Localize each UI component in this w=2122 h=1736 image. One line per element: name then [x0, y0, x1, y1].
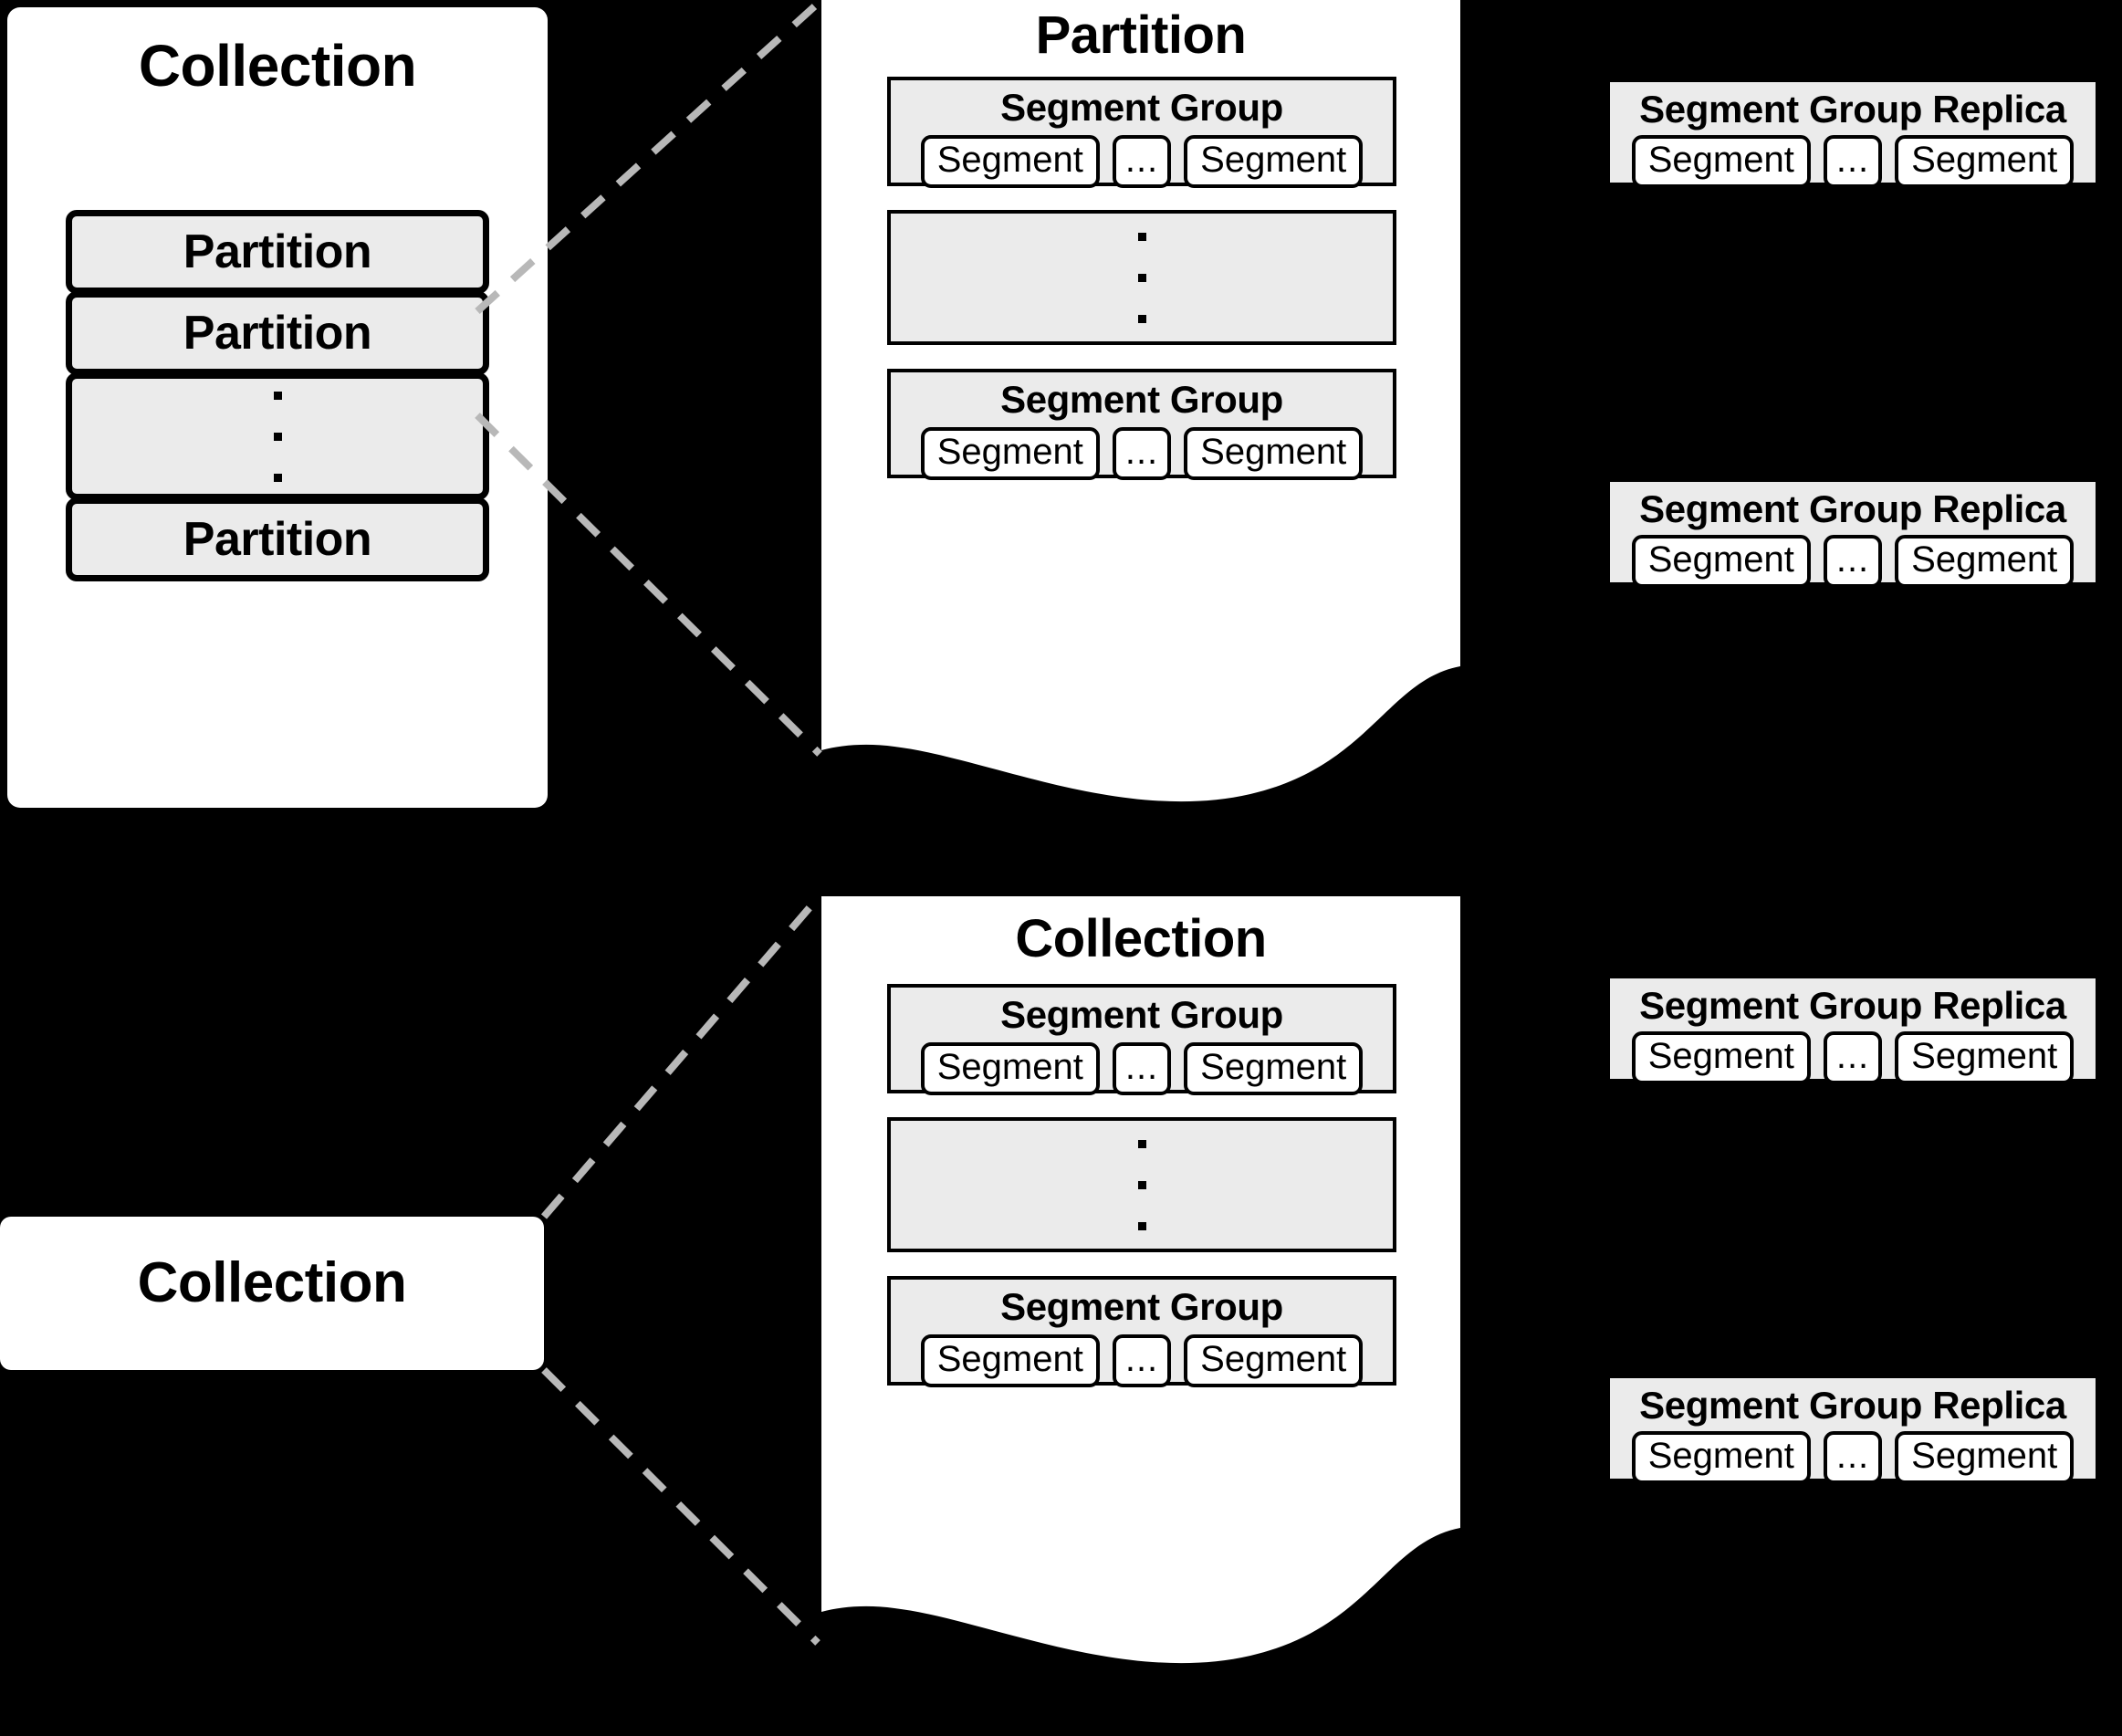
segment-chip[interactable]: Segment [1631, 1431, 1811, 1485]
partition-segment-group-ellipsis [887, 210, 1396, 345]
segment-chip[interactable]: Segment [1895, 1431, 2075, 1485]
bottom-segment-group-replica-2-title: Segment Group Replica [1639, 1384, 2066, 1427]
segment-ellipsis-chip: ... [1112, 135, 1172, 189]
partition-row-1[interactable]: Partition [66, 210, 489, 294]
segment-ellipsis-chip: ... [1112, 1042, 1172, 1096]
top-segment-group-replica-2-title: Segment Group Replica [1639, 487, 2066, 530]
vertical-dots-icon [273, 391, 282, 482]
partition-row-last-label: Partition [183, 513, 372, 566]
segment-chip[interactable]: Segment [920, 427, 1100, 481]
segment-chip[interactable]: Segment [1895, 135, 2075, 189]
top-partition-panel-title: Partition [1035, 5, 1247, 65]
segment-chip[interactable]: Segment [1184, 1334, 1364, 1388]
connector-collection-top [540, 895, 821, 1219]
segment-chip[interactable]: Segment [1184, 135, 1364, 189]
partition-segment-group-2-title: Segment Group [1000, 378, 1283, 421]
top-segment-group-replica-1[interactable]: Segment Group Replica Segment ... Segmen… [1606, 78, 2099, 189]
segment-chip[interactable]: Segment [920, 1334, 1100, 1388]
bottom-collection-node-title: Collection [137, 1251, 407, 1314]
collection-segment-group-2-title: Segment Group [1000, 1285, 1283, 1328]
segment-chip[interactable]: Segment [1631, 1031, 1811, 1085]
vertical-dots-icon [1137, 232, 1146, 323]
segment-ellipsis-chip: ... [1823, 1031, 1883, 1085]
bottom-collection-panel-title: Collection [1015, 909, 1267, 968]
partition-row-2-label: Partition [183, 307, 372, 360]
partition-stack: Partition Partition Partition [66, 210, 489, 581]
segment-chip[interactable]: Segment [1184, 427, 1364, 481]
collection-segment-group-1[interactable]: Segment Group Segment ... Segment [887, 984, 1396, 1096]
top-collection-panel: Collection Partition Partition Partition [7, 7, 548, 808]
segment-chip[interactable]: Segment [1631, 135, 1811, 189]
bottom-segment-group-replica-1-segments: Segment ... Segment [1631, 1031, 2075, 1085]
segment-chip[interactable]: Segment [1895, 535, 2075, 589]
segment-chip[interactable]: Segment [1895, 1031, 2075, 1085]
top-segment-group-replica-1-title: Segment Group Replica [1639, 88, 2066, 131]
partition-row-2[interactable]: Partition [66, 291, 489, 375]
collection-segment-group-2[interactable]: Segment Group Segment ... Segment [887, 1276, 1396, 1388]
segment-ellipsis-chip: ... [1112, 427, 1172, 481]
segment-ellipsis-chip: ... [1823, 535, 1883, 589]
partition-segment-group-1[interactable]: Segment Group Segment ... Segment [887, 77, 1396, 189]
segment-ellipsis-chip: ... [1823, 1431, 1883, 1485]
bottom-segment-group-replica-2[interactable]: Segment Group Replica Segment ... Segmen… [1606, 1375, 2099, 1485]
collection-segment-group-1-segments: Segment ... Segment [920, 1042, 1364, 1096]
bottom-collection-node[interactable]: Collection [0, 1217, 544, 1370]
top-collection-panel-title: Collection [138, 33, 417, 99]
segment-chip[interactable]: Segment [1631, 535, 1811, 589]
bottom-collection-panel: Collection Segment Group Segment ... Seg… [821, 896, 1460, 1736]
partition-row-last[interactable]: Partition [66, 497, 489, 581]
bottom-segment-group-replica-1-title: Segment Group Replica [1639, 984, 2066, 1027]
partition-row-1-label: Partition [183, 225, 372, 278]
top-segment-group-replica-1-segments: Segment ... Segment [1631, 135, 2075, 189]
top-segment-group-replica-2-segments: Segment ... Segment [1631, 535, 2075, 589]
bottom-segment-group-replica-1[interactable]: Segment Group Replica Segment ... Segmen… [1606, 975, 2099, 1085]
segment-chip[interactable]: Segment [1184, 1042, 1364, 1096]
segment-ellipsis-chip: ... [1823, 135, 1883, 189]
segment-chip[interactable]: Segment [920, 1042, 1100, 1096]
collection-segment-group-2-segments: Segment ... Segment [920, 1334, 1364, 1388]
partition-segment-group-1-title: Segment Group [1000, 86, 1283, 129]
partition-segment-group-2[interactable]: Segment Group Segment ... Segment [887, 369, 1396, 481]
partition-row-ellipsis [66, 372, 489, 500]
top-segment-group-replica-2[interactable]: Segment Group Replica Segment ... Segmen… [1606, 478, 2099, 589]
top-partition-panel: Partition Segment Group Segment ... Segm… [821, 0, 1460, 840]
segment-ellipsis-chip: ... [1112, 1334, 1172, 1388]
partition-segment-group-1-segments: Segment ... Segment [920, 135, 1364, 189]
segment-chip[interactable]: Segment [920, 135, 1100, 189]
vertical-dots-icon [1137, 1139, 1146, 1230]
connector-collection-bottom [541, 1367, 821, 1646]
collection-segment-group-ellipsis [887, 1117, 1396, 1252]
partition-segment-group-2-segments: Segment ... Segment [920, 427, 1364, 481]
bottom-segment-group-replica-2-segments: Segment ... Segment [1631, 1431, 2075, 1485]
collection-segment-group-1-title: Segment Group [1000, 993, 1283, 1036]
